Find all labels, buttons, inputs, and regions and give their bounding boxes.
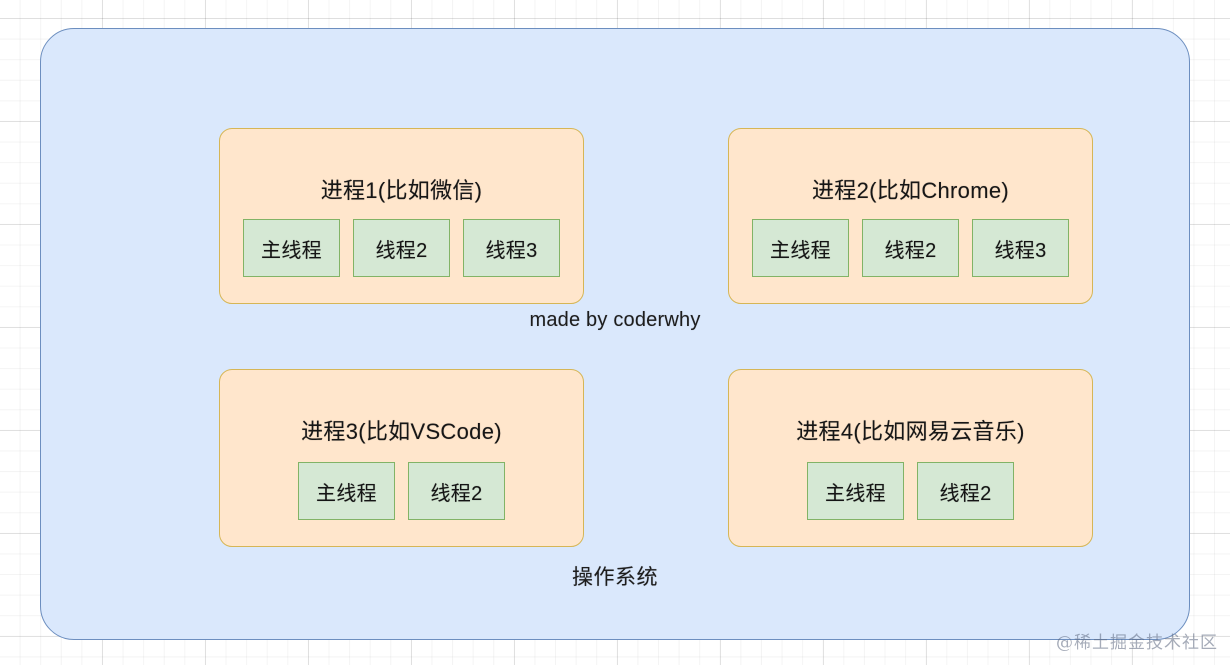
thread-box-main[interactable]: 主线程 xyxy=(752,219,849,277)
thread-box-2[interactable]: 线程2 xyxy=(862,219,959,277)
thread-box-main[interactable]: 主线程 xyxy=(807,462,904,520)
thread-row-4: 主线程 线程2 xyxy=(729,462,1092,520)
process-box-4[interactable]: 进程4(比如网易云音乐) 主线程 线程2 xyxy=(728,369,1093,547)
process-title-2: 进程2(比如Chrome) xyxy=(811,178,1010,203)
thread-box-2[interactable]: 线程2 xyxy=(353,219,450,277)
process-box-3[interactable]: 进程3(比如VSCode) 主线程 线程2 xyxy=(219,369,584,547)
process-box-1[interactable]: 进程1(比如微信) 主线程 线程2 线程3 xyxy=(219,128,584,304)
process-title-3: 进程3(比如VSCode) xyxy=(301,419,502,444)
process-box-2[interactable]: 进程2(比如Chrome) 主线程 线程2 线程3 xyxy=(728,128,1093,304)
watermark-label: @稀土掘金技术社区 xyxy=(1056,633,1218,653)
thread-row-1: 主线程 线程2 线程3 xyxy=(220,219,583,277)
thread-row-3: 主线程 线程2 xyxy=(220,462,583,520)
thread-box-2[interactable]: 线程2 xyxy=(917,462,1014,520)
thread-box-main[interactable]: 主线程 xyxy=(298,462,395,520)
operating-system-container: 进程1(比如微信) 主线程 线程2 线程3 进程2(比如Chrome) 主线程 … xyxy=(40,28,1190,640)
thread-box-2[interactable]: 线程2 xyxy=(408,462,505,520)
operating-system-label: 操作系统 xyxy=(572,566,658,589)
thread-box-3[interactable]: 线程3 xyxy=(463,219,560,277)
thread-box-3[interactable]: 线程3 xyxy=(972,219,1069,277)
process-title-4: 进程4(比如网易云音乐) xyxy=(796,419,1025,444)
credit-label: made by coderwhy xyxy=(529,309,701,331)
process-title-1: 进程1(比如微信) xyxy=(320,178,483,203)
thread-box-main[interactable]: 主线程 xyxy=(243,219,340,277)
thread-row-2: 主线程 线程2 线程3 xyxy=(729,219,1092,277)
